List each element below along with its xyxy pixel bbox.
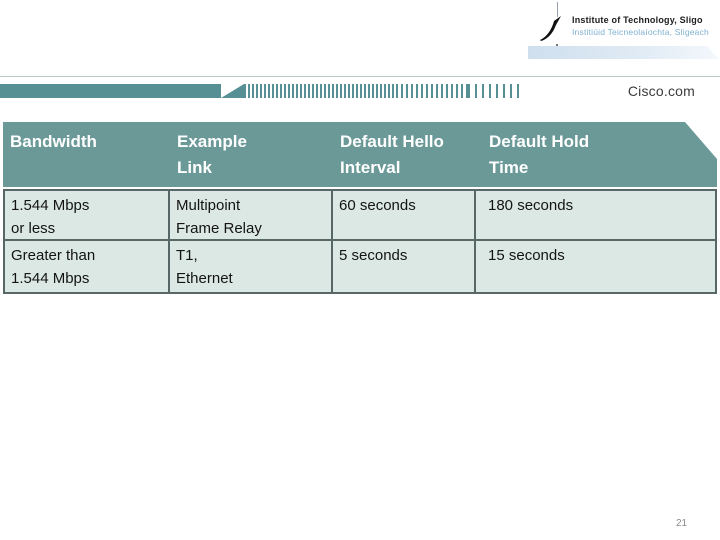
table-row: 1.544 Mbps or less Multipoint Frame Rela…: [5, 191, 715, 241]
cell-hold-time-row1: 180 seconds: [476, 191, 715, 241]
logo-gradient-bar: [528, 46, 719, 59]
page-number: 21: [676, 518, 688, 529]
header-cell-example-link: Example Link: [177, 132, 247, 177]
table-row: Greater than 1.544 Mbps T1, Ethernet 5 s…: [5, 241, 715, 292]
cell-example-link-row1: Multipoint Frame Relay: [170, 191, 333, 241]
logo-vertical-line: [557, 2, 558, 17]
cisco-com-label: Cisco.com: [627, 83, 695, 99]
cell-hello-interval-row1: 60 seconds: [333, 191, 476, 241]
cell-example-link-row2: T1, Ethernet: [170, 241, 333, 292]
banner-stripes-dense: [244, 84, 396, 98]
banner-solid-bar: [0, 84, 221, 98]
cell-hold-time-row2: 15 seconds: [488, 247, 565, 264]
cell-bandwidth-row2: Greater than 1.544 Mbps: [5, 241, 170, 292]
institute-name: Institute of Technology, Sligo: [572, 15, 703, 25]
cell-hello-interval-row2: 5 seconds: [333, 241, 476, 292]
header-cell-hello-interval: Default Hello Interval: [340, 132, 444, 177]
hsrp-timers-table: Bandwidth Example Link Default Hello Int…: [3, 122, 717, 294]
banner-stripes-sparse: [468, 84, 520, 98]
table-header-gap: [3, 187, 717, 189]
cell-bandwidth-row1: 1.544 Mbps or less: [5, 191, 170, 241]
table-header-row: Bandwidth Example Link Default Hello Int…: [3, 122, 717, 187]
logo-swoosh-icon: [540, 16, 561, 41]
banner-stripes-medium: [396, 84, 468, 98]
table-body: 1.544 Mbps or less Multipoint Frame Rela…: [3, 189, 717, 294]
header-cell-hold-time: Default Hold Time: [489, 132, 590, 177]
institute-name-irish: Institiúid Teicneolaíochta, Sligeach: [572, 27, 709, 37]
header-cell-bandwidth: Bandwidth: [10, 132, 97, 151]
banner-ramp: [221, 84, 244, 98]
header-rule: [0, 76, 720, 77]
